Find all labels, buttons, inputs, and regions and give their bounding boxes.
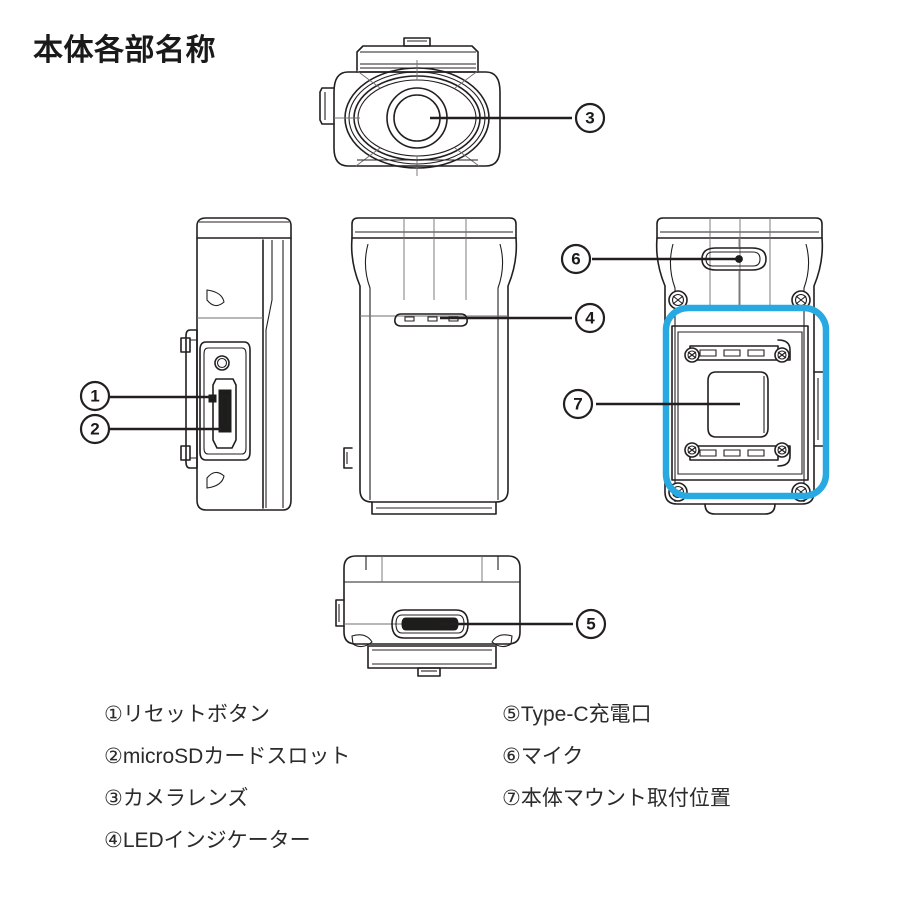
mount-screw-br (774, 442, 790, 458)
legend-column-right: ⑤Type-C充電口 ⑥マイク ⑦本体マウント取付位置 (502, 694, 731, 820)
callout-2-label: 2 (90, 420, 99, 439)
callout-1: 1 (79, 380, 111, 412)
bottom-view-drawing (335, 555, 521, 677)
screw-top-right (791, 290, 811, 310)
mount-screw-bl (684, 442, 700, 458)
legend-item-2: ②microSDカードスロット (104, 745, 351, 768)
callout-6: 6 (560, 243, 592, 275)
callout-5: 5 (575, 608, 607, 640)
callout-4: 4 (574, 302, 606, 334)
front-view-drawing (343, 217, 518, 515)
callout-7: 7 (562, 388, 594, 420)
legend: ①リセットボタン ②microSDカードスロット ③カメラレンズ ④LEDインジ… (0, 694, 900, 874)
legend-item-3: ③カメラレンズ (104, 787, 249, 810)
screw-bottom-left (668, 482, 688, 502)
page-title: 本体各部名称 (33, 34, 216, 67)
callout-5-label: 5 (586, 615, 595, 634)
left-side-view-drawing (180, 217, 292, 511)
legend-item-6: ⑥マイク (502, 745, 584, 768)
legend-item-7: ⑦本体マウント取付位置 (502, 787, 731, 810)
callout-1-label: 1 (90, 387, 99, 406)
screw-bottom-right (791, 482, 811, 502)
top-view-drawing (319, 37, 501, 176)
mount-highlight-box (662, 304, 830, 500)
callout-4-label: 4 (585, 309, 595, 328)
back-view-drawing (655, 217, 829, 515)
legend-column-left: ①リセットボタン ②microSDカードスロット ③カメラレンズ ④LEDインジ… (104, 694, 350, 862)
callout-3: 3 (574, 102, 606, 134)
legend-item-5: ⑤Type-C充電口 (502, 703, 652, 726)
legend-item-1: ①リセットボタン (104, 703, 270, 726)
mount-screw-tr (774, 347, 790, 363)
mount-screw-tl (684, 347, 700, 363)
callout-6-label: 6 (571, 250, 580, 269)
callout-2: 2 (79, 413, 111, 445)
legend-item-4: ④LEDインジケーター (104, 829, 311, 852)
callout-3-label: 3 (585, 109, 594, 128)
screw-top-left (668, 290, 688, 310)
callout-7-label: 7 (573, 395, 582, 414)
